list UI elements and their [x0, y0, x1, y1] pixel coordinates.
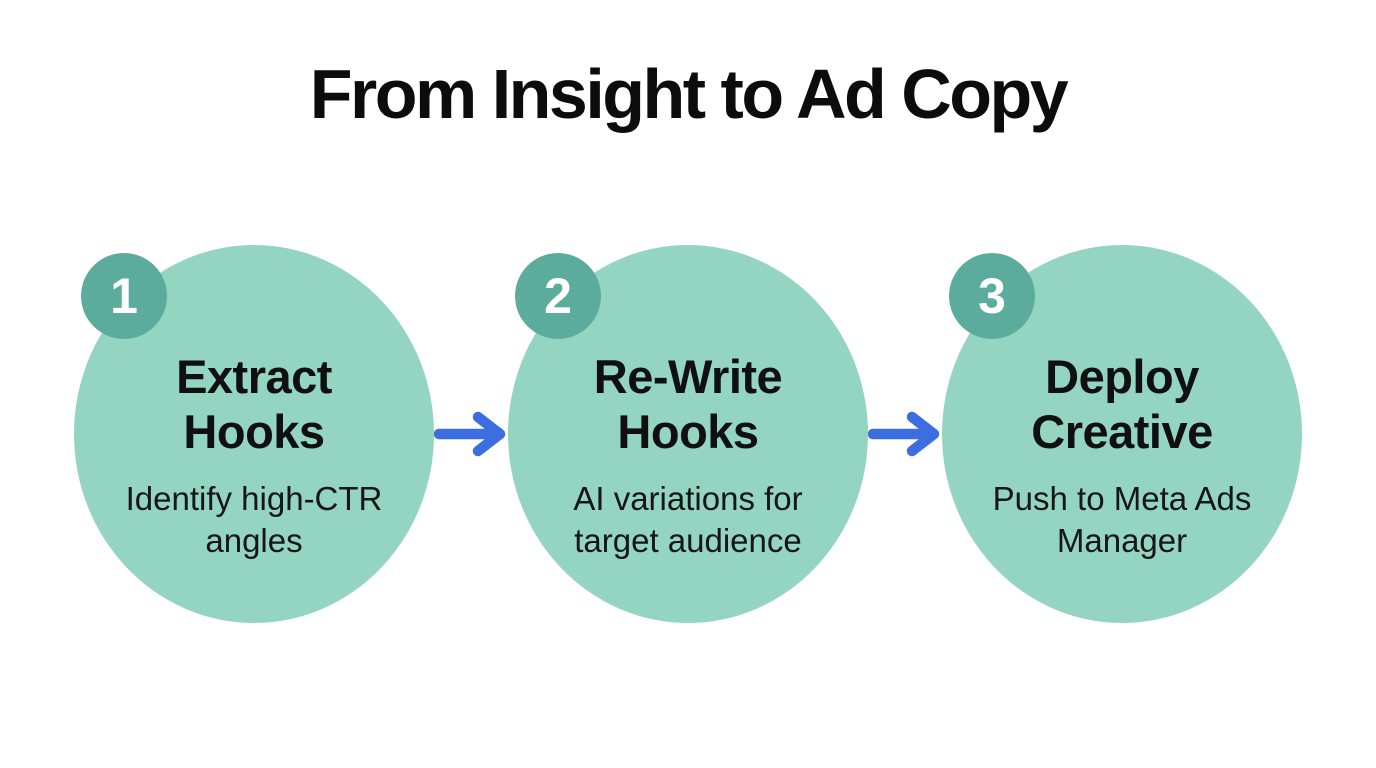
step-subtitle: AI variations for target audience	[573, 480, 803, 559]
step-number-badge-1: 1	[81, 253, 167, 339]
step-title: Re-Write Hooks	[593, 350, 783, 459]
badge-number: 2	[544, 268, 572, 324]
arrow-cell-1	[434, 408, 508, 460]
badge-number: 1	[110, 268, 138, 324]
step-number-badge-3: 3	[949, 253, 1035, 339]
step-circle-2: 2 Re-Write Hooks AI variations for targe…	[508, 245, 868, 623]
page-title: From Insight to Ad Copy	[309, 55, 1069, 133]
arrow-cell-2	[868, 408, 942, 460]
steps-row: 1 Extract Hooks Identify high-CTR angles…	[0, 245, 1376, 623]
step-subtitle: Identify high-CTR angles	[125, 480, 383, 559]
step-subtitle: Push to Meta Ads Manager	[992, 480, 1252, 559]
badge-number: 3	[978, 268, 1006, 324]
step-number-badge-2: 2	[515, 253, 601, 339]
step-title: Deploy Creative	[1031, 350, 1213, 459]
step-circle-3: 3 Deploy Creative Push to Meta Ads Manag…	[942, 245, 1302, 623]
step-title: Extract Hooks	[176, 350, 332, 459]
arrow-right-icon	[434, 411, 506, 457]
arrow-right-icon	[868, 411, 940, 457]
step-circle-1: 1 Extract Hooks Identify high-CTR angles	[74, 245, 434, 623]
